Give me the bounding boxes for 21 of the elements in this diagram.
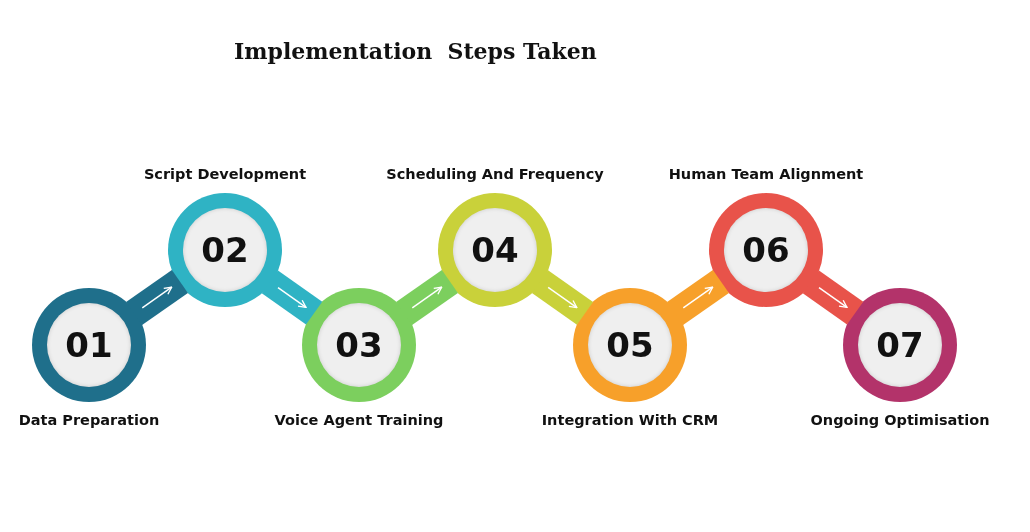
step-label: Script Development (143, 166, 307, 182)
step-label: Integration With CRM (541, 412, 719, 428)
step-label: Data Preparation (18, 412, 160, 428)
arrow (396, 270, 458, 325)
arrow (126, 270, 188, 325)
arrow (261, 270, 323, 325)
step-label: Scheduling And Frequency (386, 166, 604, 182)
arrow (531, 270, 594, 325)
step-label: Ongoing Optimisation (810, 412, 990, 428)
step-label: Human Team Alignment (668, 166, 864, 182)
step-number: 07 (876, 325, 924, 365)
title: Implementation Steps Taken (234, 38, 597, 64)
step-number: 02 (201, 230, 249, 270)
arrow (667, 270, 729, 325)
step-number: 04 (471, 230, 519, 270)
step-number: 06 (742, 230, 790, 270)
step-number: 05 (606, 325, 654, 365)
step-number: 03 (335, 325, 383, 365)
step-number: 01 (65, 325, 113, 365)
step-label: Voice Agent Training (274, 412, 444, 428)
arrow (802, 270, 864, 325)
